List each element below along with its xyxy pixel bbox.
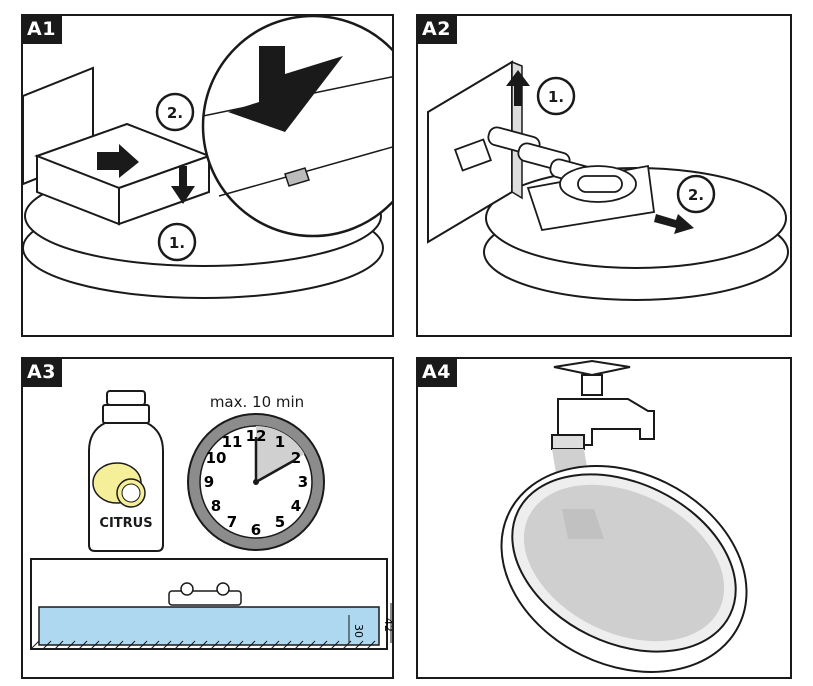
pull-arrow bbox=[654, 214, 694, 234]
duration-caption: max. 10 min bbox=[210, 393, 304, 411]
faucet-icon bbox=[551, 359, 655, 450]
press-arrow bbox=[171, 166, 195, 204]
step-2-label: 2. bbox=[167, 104, 183, 122]
clock-num-3: 3 bbox=[298, 473, 308, 491]
panel-label-a1: A1 bbox=[23, 16, 62, 44]
bottle-label: CITRUS bbox=[99, 516, 152, 531]
step-1-badge bbox=[157, 222, 197, 262]
clock-num-11: 11 bbox=[222, 433, 243, 451]
clock-num-6: 6 bbox=[251, 521, 261, 539]
panel-label-a4: A4 bbox=[418, 359, 457, 387]
a2-illustration: 1. 2. bbox=[427, 60, 789, 301]
clock-num-12: 12 bbox=[246, 427, 267, 445]
step-2-label: 2. bbox=[688, 186, 704, 204]
step-1-label: 1. bbox=[548, 88, 564, 106]
a3-illustration: CITRUS max. 10 min 12 1 2 3 4 5 6 7 8 9 … bbox=[30, 390, 394, 650]
mechanism bbox=[453, 126, 656, 232]
clock-num-2: 2 bbox=[291, 449, 301, 467]
clock-num-9: 9 bbox=[204, 473, 214, 491]
panel-a4: A4 bbox=[416, 357, 792, 679]
clock-num-7: 7 bbox=[227, 513, 237, 531]
clock-num-10: 10 bbox=[206, 449, 227, 467]
panel-label-a3: A3 bbox=[23, 359, 62, 387]
clock-num-1: 1 bbox=[275, 433, 285, 451]
a4-illustration bbox=[500, 359, 748, 673]
soak-tub: 30 42 bbox=[30, 558, 394, 650]
clock-num-4: 4 bbox=[291, 497, 301, 515]
clock-icon: 12 1 2 3 4 5 6 7 8 9 10 11 bbox=[187, 413, 325, 551]
lift-arrow bbox=[506, 70, 530, 106]
step-1-badge bbox=[536, 76, 576, 116]
step-2-badge bbox=[676, 174, 716, 214]
zoom-detail bbox=[201, 16, 392, 238]
panel-a3: CITRUS max. 10 min 12 1 2 3 4 5 6 7 8 9 … bbox=[21, 357, 394, 679]
slide-arrow bbox=[97, 144, 139, 178]
filter-disk bbox=[500, 465, 748, 673]
clock-num-5: 5 bbox=[275, 513, 285, 531]
dim-30: 30 bbox=[352, 624, 365, 638]
panel-a1: 2. 1. A1 bbox=[21, 14, 394, 337]
citrus-bottle: CITRUS bbox=[88, 390, 164, 552]
clock-num-8: 8 bbox=[211, 497, 221, 515]
latch-tab bbox=[284, 167, 310, 187]
dim-42: 42 bbox=[382, 618, 394, 632]
a1-illustration: 2. 1. bbox=[23, 16, 392, 299]
zoom-arrow bbox=[228, 46, 343, 132]
panel-label-a2: A2 bbox=[418, 16, 457, 44]
step-1-label: 1. bbox=[169, 234, 185, 252]
step-2-badge bbox=[155, 92, 195, 132]
panel-a2: 1. 2. A2 bbox=[416, 14, 792, 337]
